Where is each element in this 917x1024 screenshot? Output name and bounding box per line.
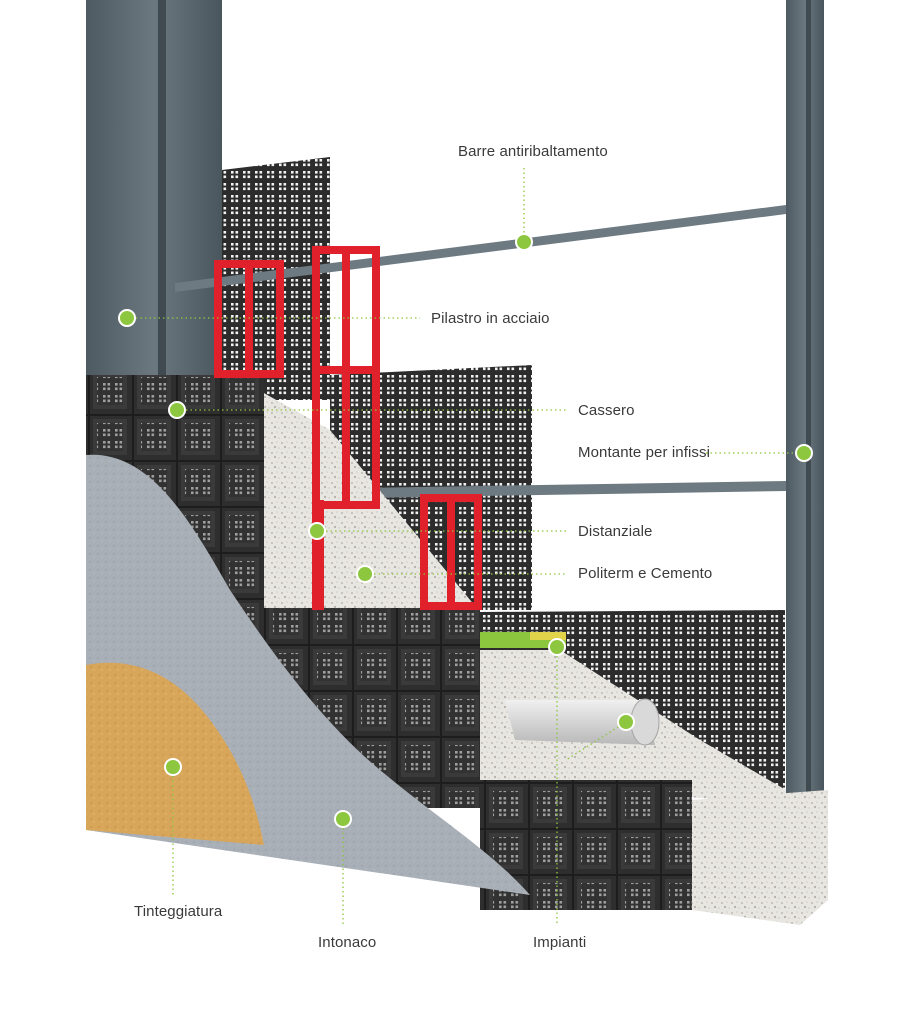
callout-dot-pilastro: [118, 309, 136, 327]
label-cassero: Cassero: [578, 402, 635, 419]
callout-dot-tinteggiatura: [164, 758, 182, 776]
steel-column-right: [786, 0, 824, 810]
label-tinteggiatura: Tinteggiatura: [134, 903, 223, 920]
callout-dot-politerm: [356, 565, 374, 583]
red-spacer-3: [420, 494, 482, 610]
leader-lines: [127, 168, 804, 926]
steel-column-left: [86, 0, 222, 380]
callout-dots: [118, 233, 813, 828]
label-impianti: Impianti: [533, 934, 587, 951]
label-politerm-e-cemento: Politerm e Cemento: [578, 565, 713, 582]
callout-dot-impianti: [548, 638, 566, 656]
callout-dot-intonaco: [334, 810, 352, 828]
callout-dot-pipe: [617, 713, 635, 731]
label-pilastro-in-acciaio: Pilastro in acciaio: [431, 310, 550, 327]
label-intonaco: Intonaco: [318, 934, 377, 951]
callout-dot-barre: [515, 233, 533, 251]
callout-dot-cassero: [168, 401, 186, 419]
callout-dot-distanziale: [308, 522, 326, 540]
concrete-base: [692, 790, 828, 925]
pipe: [505, 698, 660, 746]
label-montante-per-infissi: Montante per infissi: [578, 444, 711, 461]
callout-dot-montante: [795, 444, 813, 462]
label-barre-antiribaltamento: Barre antiribaltamento: [458, 143, 608, 160]
anti-tipping-bar: [175, 205, 786, 292]
paint-layer: [86, 662, 264, 845]
red-spacer-2: [312, 246, 380, 509]
red-spacer-1: [214, 260, 284, 378]
label-distanziale: Distanziale: [578, 523, 653, 540]
red-spacer-post: [312, 500, 324, 610]
